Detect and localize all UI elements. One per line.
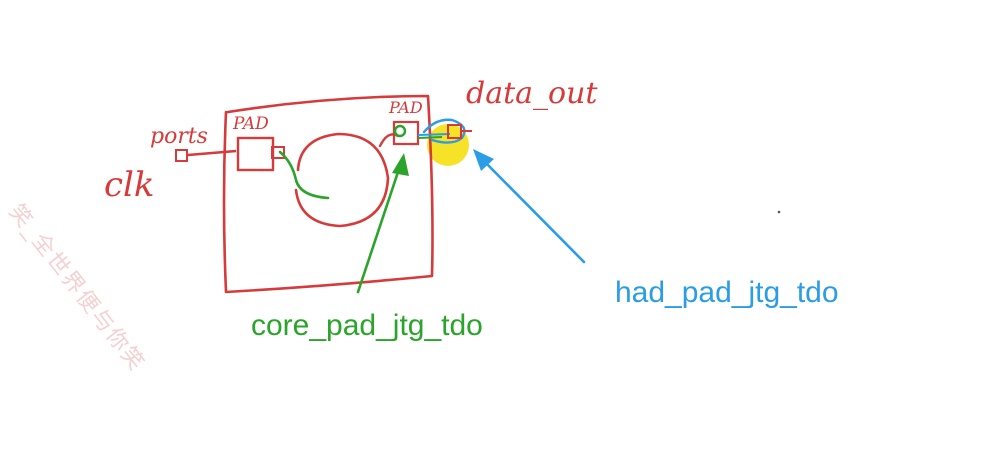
- had-arrow-head: [473, 149, 494, 171]
- ports-symbol: [175, 149, 188, 162]
- right-pad-label: PAD: [388, 98, 423, 117]
- ports-label: ports: [150, 124, 208, 149]
- core-signal-trace: [278, 150, 330, 200]
- had-loop: [422, 118, 466, 144]
- stray-dot: [777, 210, 781, 214]
- pad-to-output-line-green: [417, 136, 443, 139]
- left-pad-box: [236, 136, 275, 172]
- left-pad-label: PAD: [232, 114, 269, 134]
- pad-to-output-line: [417, 133, 451, 136]
- left-pad-port: [271, 146, 285, 159]
- data-out-label: data_out: [466, 76, 598, 111]
- core-logic-circle: [294, 132, 390, 228]
- had-arrow-line: [476, 153, 586, 264]
- clk-label: clk: [104, 165, 155, 205]
- core-arrow-line: [356, 158, 404, 294]
- core-arrow-head: [392, 153, 409, 176]
- had-pad-jtg-tdo-label: had_pad_jtg_tdo: [615, 276, 839, 309]
- ports-to-pad-line: [187, 149, 237, 157]
- core-pad-marker: [393, 124, 407, 138]
- right-pad-box: [392, 120, 420, 146]
- core-pad-jtg-tdo-label: core_pad_jtg_tdo: [251, 309, 483, 342]
- chip-outline: [222, 94, 434, 294]
